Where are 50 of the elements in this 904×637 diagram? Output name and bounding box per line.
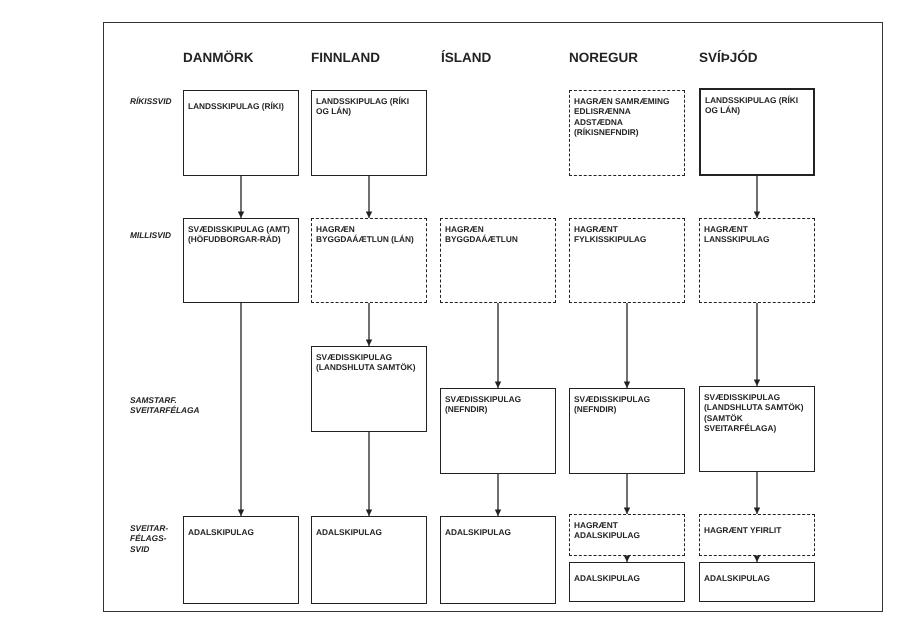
arrow — [366, 432, 372, 516]
box-label: LANDSSKIPULAG (RÍKI) — [188, 101, 284, 112]
arrow — [366, 176, 372, 218]
column-header: NOREGUR — [569, 50, 638, 65]
arrow — [238, 176, 244, 218]
column-header: DANMÖRK — [183, 50, 254, 65]
row-label: RÍKISSVID — [130, 96, 172, 106]
row-label: SVEITAR- FÉLAGS- SVID — [130, 523, 170, 554]
arrow — [754, 472, 760, 514]
column-header: FINNLAND — [311, 50, 380, 65]
box-label: ADALSKIPULAG — [316, 527, 382, 538]
dashed-box — [440, 218, 556, 303]
arrow — [494, 474, 502, 516]
column-header: SVÍÞJÓD — [699, 50, 758, 65]
process-box — [183, 218, 299, 303]
arrow — [754, 176, 760, 218]
arrow — [754, 556, 760, 562]
process-box — [311, 90, 427, 176]
arrow — [366, 303, 372, 346]
process-box — [440, 388, 556, 474]
dashed-box — [699, 218, 815, 303]
column-header: ÍSLAND — [441, 50, 492, 65]
box-label: ADALSKIPULAG — [188, 527, 254, 538]
process-box — [183, 516, 299, 604]
dashed-box — [569, 218, 685, 303]
box-label: HAGRÆNT YFIRLIT — [704, 525, 782, 536]
dashed-box — [569, 514, 685, 556]
process-box — [699, 562, 815, 602]
process-box — [699, 88, 815, 176]
row-label: MILLISVID — [130, 230, 172, 240]
dashed-box — [311, 218, 427, 303]
process-box — [311, 346, 427, 432]
box-label: ADALSKIPULAG — [445, 527, 511, 538]
box-label: ADALSKIPULAG — [704, 573, 770, 584]
box-label: ADALSKIPULAG — [574, 573, 640, 584]
dashed-box — [569, 90, 685, 176]
dashed-box — [699, 514, 815, 556]
process-box — [569, 388, 685, 474]
process-box — [569, 562, 685, 602]
process-box — [699, 386, 815, 472]
process-box — [183, 90, 299, 176]
process-box — [311, 516, 427, 604]
arrow — [624, 474, 630, 514]
process-box — [440, 516, 556, 604]
arrow — [754, 303, 760, 386]
arrow — [624, 556, 630, 562]
arrow — [494, 303, 502, 388]
arrow — [238, 303, 244, 516]
arrow — [624, 303, 630, 388]
row-label: SAMSTARF. SVEITARFÉLAGA — [130, 395, 200, 416]
